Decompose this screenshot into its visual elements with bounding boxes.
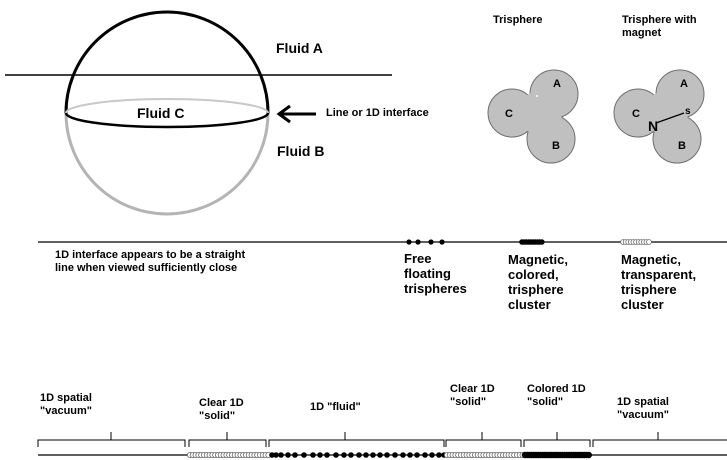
magnetic-transparent-line4: cluster bbox=[621, 296, 664, 312]
free-floating-label: Free floating trispheres bbox=[404, 251, 467, 297]
free-floating-line3: trispheres bbox=[404, 280, 467, 296]
fluid-bead bbox=[400, 452, 406, 458]
magnet-lobe-b-label: B bbox=[678, 140, 686, 152]
pointer-arrow bbox=[276, 104, 316, 124]
straight-line-note: 1D interface appears to be a straight li… bbox=[55, 249, 245, 274]
fluid-bead bbox=[377, 452, 383, 458]
segment-clear-solid-left-label: Clear 1D "solid" bbox=[199, 397, 244, 422]
fluid-bead bbox=[384, 452, 390, 458]
segment-vacuum-right-line1: 1D spatial bbox=[617, 396, 669, 408]
magnetic-transparent-line2: transparent, bbox=[621, 266, 697, 282]
clear-solid-left bbox=[186, 451, 272, 458]
fluid-dots bbox=[269, 452, 447, 458]
transparent-cluster bbox=[620, 239, 652, 245]
lobe-a-label: A bbox=[553, 78, 561, 90]
segment-fluid-label: 1D "fluid" bbox=[310, 401, 361, 413]
colored-solid-bead bbox=[585, 451, 592, 459]
segment-brackets bbox=[37, 432, 727, 447]
free-floating-line2: floating bbox=[404, 265, 451, 281]
equator-back-arc bbox=[65, 98, 269, 114]
segment-clear-solid-left-line1: Clear 1D bbox=[199, 397, 244, 409]
fluid-bead bbox=[317, 452, 323, 458]
lower-hemisphere-arc bbox=[64, 112, 270, 216]
trisphere-magnet bbox=[613, 69, 705, 164]
magnetic-colored-line3: trisphere bbox=[508, 281, 564, 297]
fluid-bead bbox=[407, 452, 413, 458]
fluid-bead bbox=[333, 452, 339, 458]
segment-colored-solid-line2: "solid" bbox=[527, 395, 564, 408]
magnetic-colored-line2: colored, bbox=[508, 266, 559, 282]
magnetic-colored-label: Magnetic, colored, trisphere cluster bbox=[508, 252, 568, 313]
trisphere-magnet-title-line1: Trisphere with bbox=[622, 14, 697, 26]
lobe-b-label: B bbox=[552, 140, 560, 152]
trisphere-magnet-title-line2: magnet bbox=[622, 26, 662, 39]
segment-clear-solid-right-line1: Clear 1D bbox=[450, 383, 495, 395]
transparent-bead bbox=[646, 239, 652, 245]
fluid-bead bbox=[341, 452, 347, 458]
fluid-bead bbox=[392, 452, 398, 458]
interface-label: Line or 1D interface bbox=[326, 107, 429, 119]
straight-line-note-line1: 1D interface appears to be a straight bbox=[55, 249, 246, 261]
upper-hemisphere-arc bbox=[64, 10, 270, 114]
free-floating-line1: Free bbox=[404, 251, 432, 266]
clear-solid-right bbox=[443, 451, 526, 458]
colored-solid bbox=[521, 451, 592, 459]
magnetic-colored-line4: cluster bbox=[508, 296, 551, 312]
segment-vacuum-right-line2: "vacuum" bbox=[617, 408, 670, 421]
magnetic-transparent-line1: Magnetic, bbox=[621, 252, 681, 267]
fluid-bead bbox=[324, 452, 330, 458]
magnet-lobe-c-label: C bbox=[632, 108, 640, 120]
segment-colored-solid-label: Colored 1D "solid" bbox=[527, 383, 586, 408]
fluid-bead bbox=[301, 452, 307, 458]
fluid-bead bbox=[292, 452, 298, 458]
free-floating-dots bbox=[406, 239, 445, 245]
fluid-b-label: Fluid B bbox=[277, 143, 325, 159]
fluid-bead bbox=[278, 452, 284, 458]
lobe-c-label: C bbox=[505, 108, 513, 120]
equator-front-arc bbox=[64, 112, 270, 129]
magnetic-transparent-line3: trisphere bbox=[621, 281, 677, 297]
trisphere-title: Trisphere bbox=[493, 14, 543, 26]
fluid-bead bbox=[269, 452, 275, 458]
segment-clear-solid-left-line2: "solid" bbox=[199, 409, 236, 422]
magnet-s-label: s bbox=[685, 106, 691, 117]
magnet-lobe-a-label: A bbox=[680, 78, 688, 90]
fluid-bead bbox=[285, 452, 291, 458]
fluid-bead bbox=[356, 452, 362, 458]
magnet-n-label: N bbox=[648, 118, 659, 134]
fluid-bead bbox=[436, 452, 442, 458]
fluid-bead bbox=[363, 452, 369, 458]
magnet-bar bbox=[655, 112, 685, 124]
fluid-bead bbox=[273, 452, 279, 458]
segment-colored-solid-line1: Colored 1D bbox=[527, 383, 586, 395]
trisphere-magnet-title: Trisphere with magnet bbox=[622, 14, 697, 39]
fluid-bead bbox=[414, 452, 420, 458]
colored-bead bbox=[538, 239, 545, 245]
fluid-c-label: Fluid C bbox=[137, 105, 185, 121]
fluid-bead bbox=[310, 452, 316, 458]
segment-clear-solid-right-line2: "solid" bbox=[450, 395, 487, 408]
colored-cluster bbox=[519, 239, 545, 245]
segment-vacuum-left-line1: 1D spatial bbox=[40, 392, 92, 404]
trisphere-plain bbox=[487, 69, 579, 164]
fluid-bead bbox=[429, 452, 435, 458]
magnetic-transparent-label: Magnetic, transparent, trisphere cluster bbox=[621, 252, 697, 313]
segment-vacuum-left-label: 1D spatial "vacuum" bbox=[40, 392, 92, 417]
straight-line-note-line2: line when viewed sufficiently close bbox=[55, 261, 238, 274]
segment-vacuum-left-line2: "vacuum" bbox=[40, 404, 93, 417]
fluid-a-label: Fluid A bbox=[276, 40, 323, 56]
segment-clear-solid-right-label: Clear 1D "solid" bbox=[450, 383, 495, 408]
magnetic-colored-line1: Magnetic, bbox=[508, 252, 568, 267]
segment-vacuum-right-label: 1D spatial "vacuum" bbox=[617, 396, 669, 421]
fluid-bead bbox=[422, 452, 428, 458]
fluid-bead bbox=[370, 452, 376, 458]
fluid-bead bbox=[348, 452, 354, 458]
